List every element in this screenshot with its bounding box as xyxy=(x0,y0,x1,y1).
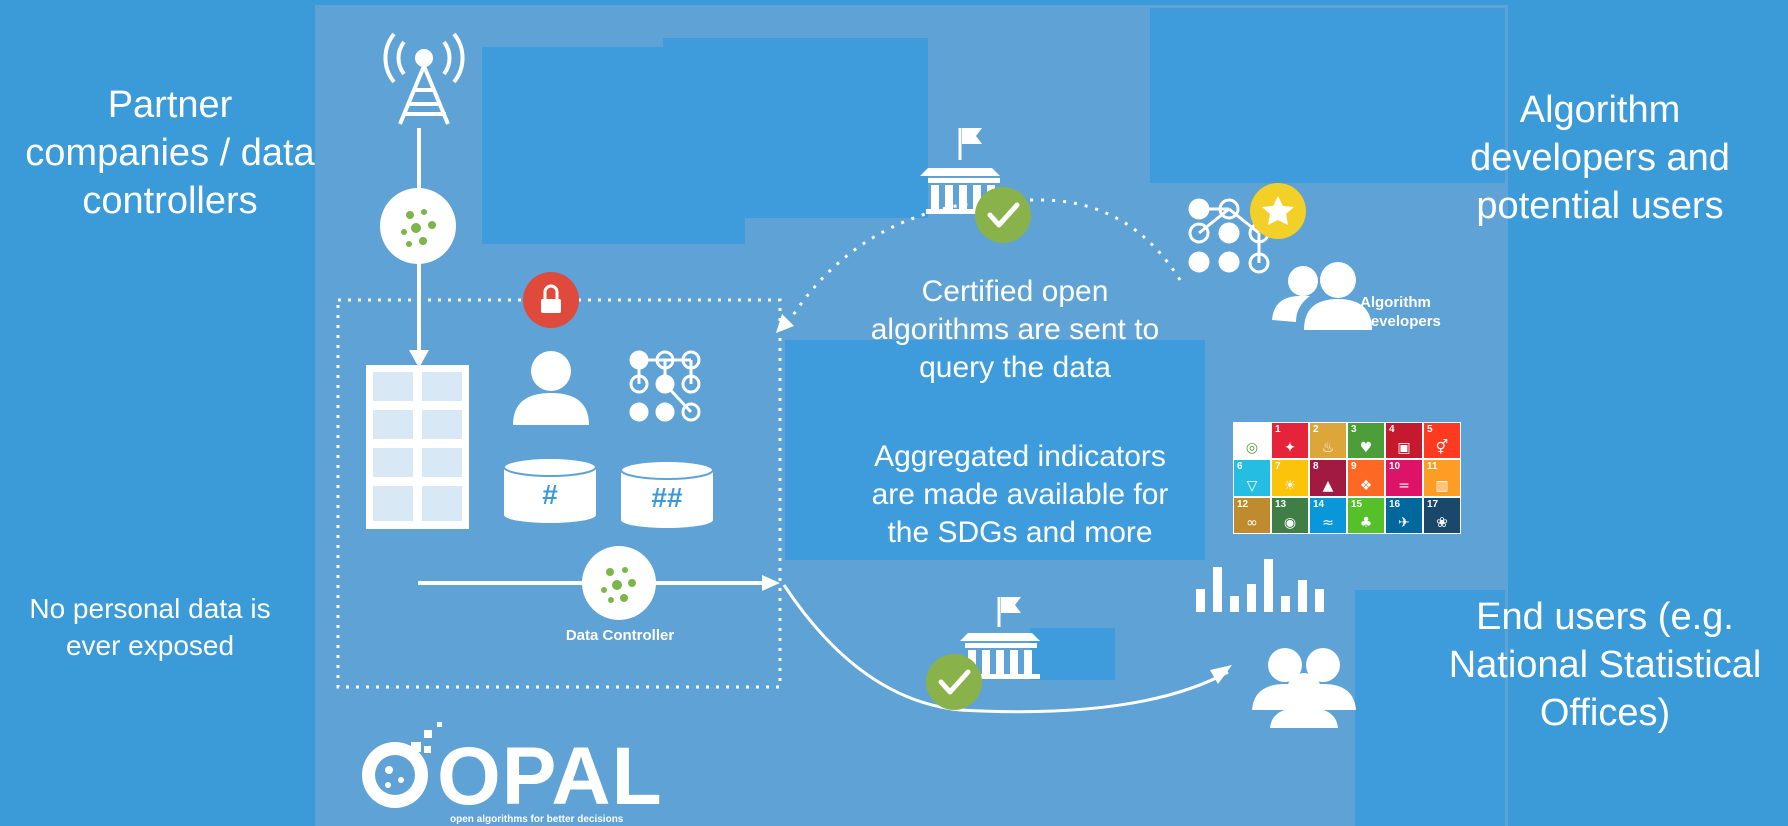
indicator-path-arc xyxy=(782,584,1229,714)
end-users-people-icon xyxy=(1252,648,1356,728)
center-top-block-2 xyxy=(663,38,928,218)
database-1-label: # xyxy=(542,479,558,510)
certified-check-icon-top xyxy=(975,187,1031,243)
database-icon-1 xyxy=(503,457,597,523)
sdg-tile-number: 7 xyxy=(1275,461,1281,473)
sdg-tile-icon: ☀ xyxy=(1283,477,1297,494)
sdg-tile-icon: ≈ xyxy=(1322,514,1334,531)
lock-icon xyxy=(523,272,579,328)
no-personal-data-label: No personal data is ever exposed xyxy=(29,593,271,661)
network-graph-icon xyxy=(629,350,701,422)
sdg-tile: 4▣ xyxy=(1386,423,1422,459)
sdg-tile-icon: ♨ xyxy=(1321,440,1335,457)
arrow-head-ne-icon xyxy=(1210,665,1232,684)
sdg-tile-icon: ◎ xyxy=(1245,440,1259,457)
sdg-tile-icon: ✈ xyxy=(1398,514,1410,531)
sdg-tile: 2♨ xyxy=(1310,423,1346,459)
sdg-tile: 7☀ xyxy=(1272,460,1308,496)
sdg-tile-number: 5 xyxy=(1427,424,1433,435)
sdg-tile-number: 1 xyxy=(1275,424,1281,435)
developers-people-icon xyxy=(1272,262,1372,330)
sdg-tile-icon: ♥ xyxy=(1359,440,1373,457)
lower-right-block xyxy=(1355,590,1505,826)
sdg-tile-icon: ❖ xyxy=(1359,477,1373,494)
algorithm-network-icon xyxy=(1188,198,1270,274)
sdg-tile: 6▽ xyxy=(1234,460,1270,496)
sdg-tile-number: 12 xyxy=(1237,498,1249,510)
sdg-tile-icon: ▣ xyxy=(1397,440,1411,457)
bar-chart-icon xyxy=(1196,559,1324,612)
sdg-tile-icon: ✦ xyxy=(1284,440,1296,457)
sdg-tile-number: 14 xyxy=(1313,498,1325,510)
sdg-tile-icon: ❀ xyxy=(1436,514,1448,531)
sdg-tile-number: 15 xyxy=(1351,498,1363,510)
sdg-tile: 1✦ xyxy=(1272,423,1308,459)
sdg-tile-number: 10 xyxy=(1389,461,1401,473)
right-top-block xyxy=(1150,8,1505,183)
center-mid-block xyxy=(785,340,1205,560)
sdg-tile: 15 ♣ xyxy=(1348,497,1384,533)
sdg-tile-number: 13 xyxy=(1275,498,1287,510)
data-controller-dots-icon xyxy=(582,546,656,620)
sdg-tile: 16 ✈ xyxy=(1386,497,1422,533)
arrow-head-sw-icon xyxy=(776,314,794,333)
sdg-tile-number: 4 xyxy=(1389,424,1395,435)
sdg-tile: 10 = xyxy=(1386,460,1422,496)
opal-logo-mark xyxy=(362,722,442,808)
sdg-tile-number: 8 xyxy=(1313,461,1319,473)
algorithm-developers-icon-label: Algorithm Developers xyxy=(1360,294,1441,330)
sdg-tile-icon: ♣ xyxy=(1359,514,1373,531)
end-users-label: End users (e.g. National Statistical Off… xyxy=(1448,596,1762,734)
building-icon xyxy=(366,365,469,529)
sdg-tile: 8▲ xyxy=(1310,460,1346,496)
sdg-tile: 14 ≈ xyxy=(1310,497,1346,533)
partners-label: Partner companies / data controllers xyxy=(25,84,315,222)
database-2-label: ## xyxy=(651,482,683,513)
sdg-tile: 3♥ xyxy=(1348,423,1384,459)
certified-check-icon-bottom xyxy=(926,654,982,710)
sdg-tile-icon: ⚥ xyxy=(1435,440,1449,457)
sdg-tile: 13 ◉ xyxy=(1272,497,1308,533)
sdg-tile-icon: ◉ xyxy=(1283,514,1297,531)
sdg-tile-number: 2 xyxy=(1313,424,1319,435)
sdg-tile-icon: ▽ xyxy=(1246,477,1258,494)
sdg-tile-icon: = xyxy=(1398,477,1410,494)
certified-algorithms-label: Certified open algorithms are sent to qu… xyxy=(870,275,1160,384)
sdg-tile-number: 11 xyxy=(1427,461,1438,473)
sdg-tile: ◎ xyxy=(1234,423,1270,459)
sdg-tile: 9❖ xyxy=(1348,460,1384,496)
opal-tagline: open algorithms for better decisions xyxy=(450,814,624,825)
sdg-tile-icon: ▥ xyxy=(1435,477,1449,494)
sdg-tile: 12 ∞ xyxy=(1234,497,1270,533)
sdg-tile: 5⚥ xyxy=(1424,423,1460,459)
person-icon xyxy=(513,351,589,425)
sdg-tile-number: 16 xyxy=(1389,498,1401,510)
sdg-tile-number: 3 xyxy=(1351,424,1357,435)
database-icon-2 xyxy=(620,460,714,528)
sdg-tile: 11 ▥ xyxy=(1424,460,1460,496)
data-dots-icon xyxy=(380,188,456,264)
sdg-goals-grid: ◎1✦2♨3♥4▣5⚥6▽7☀8▲9❖10=11▥12∞13◉14≈15♣16✈… xyxy=(1233,422,1461,534)
data-controller-label: Data Controller xyxy=(565,627,675,644)
small-block xyxy=(1030,628,1115,680)
arrow-head-right-icon xyxy=(762,575,780,591)
aggregated-indicators-label: Aggregated indicators are made available… xyxy=(871,440,1169,549)
sdg-tile-number: 9 xyxy=(1351,461,1357,473)
arrow-head-down-icon xyxy=(409,350,429,368)
sdg-tile: 17 ❀ xyxy=(1424,497,1460,533)
antenna-tower-icon xyxy=(383,32,465,125)
algorithm-developers-users-label: Algorithm developers and potential users xyxy=(1470,89,1730,227)
star-badge-icon xyxy=(1250,183,1306,239)
opal-wordmark: OPAL xyxy=(437,731,663,822)
sdg-tile-number: 6 xyxy=(1237,461,1243,473)
sdg-tile-icon: ▲ xyxy=(1322,477,1334,494)
sdg-tile-icon: ∞ xyxy=(1246,514,1258,531)
sdg-tile-number: 17 xyxy=(1427,498,1439,510)
